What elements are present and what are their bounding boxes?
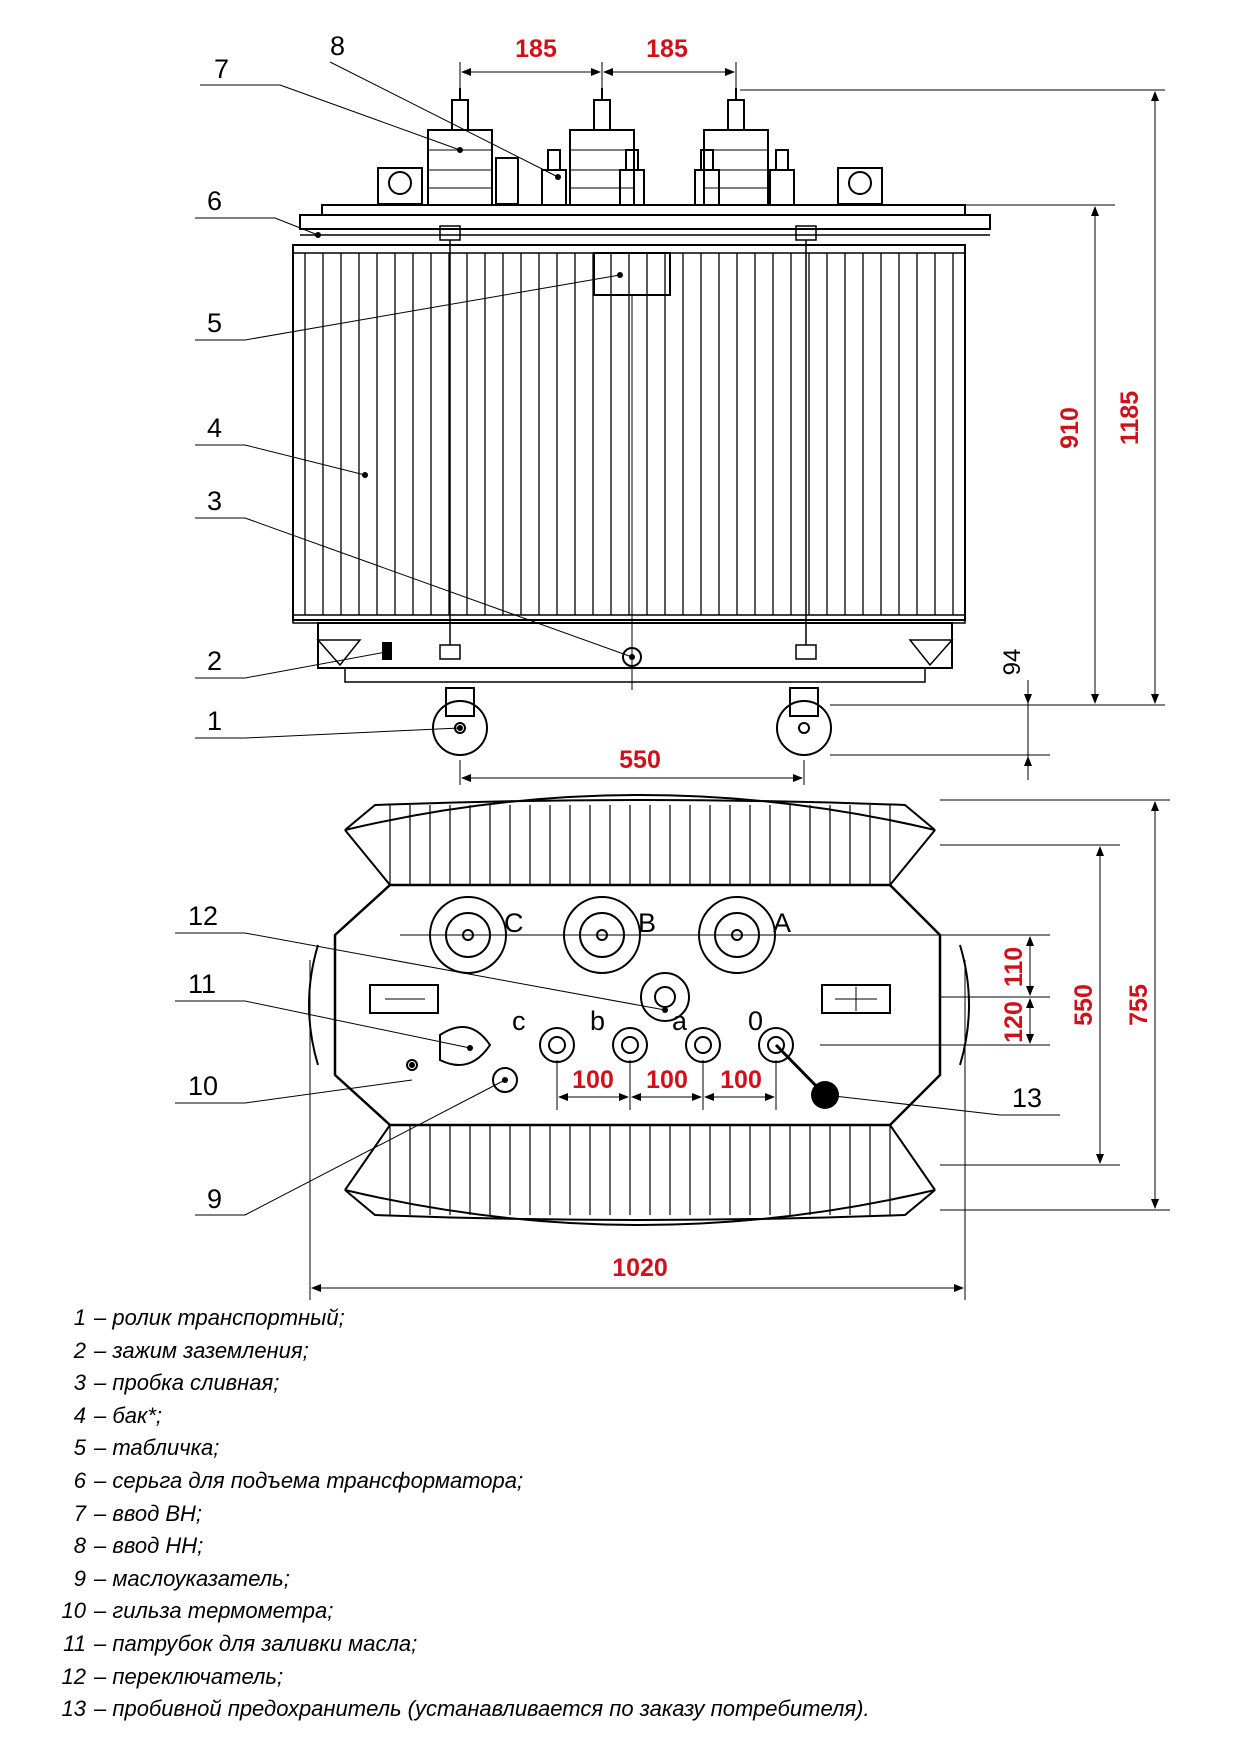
phase-lv-a: a bbox=[672, 1006, 688, 1036]
legend-item: 9– маслоуказатель; bbox=[73, 1565, 290, 1591]
phase-lv-c: c bbox=[512, 1006, 526, 1036]
dim-100-1: 100 bbox=[572, 1066, 614, 1094]
phase-lv-0: 0 bbox=[748, 1006, 763, 1036]
phase-hv-a: A bbox=[773, 908, 791, 938]
plan-view: C B A c b a 0 bbox=[308, 794, 1010, 1226]
wheel-right bbox=[776, 687, 832, 756]
legend: 1– ролик транспортный; 2– зажим заземлен… bbox=[58, 1302, 1208, 1726]
name-plate bbox=[593, 252, 671, 296]
phase-hv-b: B bbox=[638, 908, 656, 938]
callout-7: 7 bbox=[214, 54, 229, 84]
phase-hv-c: C bbox=[504, 908, 524, 938]
tap-changer bbox=[640, 972, 690, 1022]
callout-1: 1 bbox=[207, 706, 222, 736]
dim-100-3: 100 bbox=[720, 1066, 762, 1094]
callout-8: 8 bbox=[330, 31, 345, 61]
legend-item: 12– переключатель; bbox=[61, 1663, 284, 1689]
tank-cover bbox=[333, 883, 942, 1127]
thermometer-sleeve bbox=[406, 1059, 418, 1071]
dim-1185: 1185 bbox=[1116, 391, 1144, 445]
legend-item: 4– бак*; bbox=[73, 1402, 163, 1428]
legend-item: 2– зажим заземления; bbox=[73, 1337, 309, 1363]
callout-9: 9 bbox=[207, 1184, 222, 1214]
callout-3: 3 bbox=[207, 486, 222, 516]
plan-dimensions: 110 120 550 755 100 100 100 1020 bbox=[309, 799, 1170, 1300]
dim-94: 94 bbox=[999, 649, 1026, 676]
front-dimensions: 185 185 910 1185 94 550 bbox=[459, 35, 1165, 785]
dim-910: 910 bbox=[1056, 407, 1084, 449]
drain-plug bbox=[622, 647, 642, 667]
callout-11: 11 bbox=[188, 969, 216, 999]
hv-bushing-center bbox=[569, 88, 635, 206]
phase-lv-b: b bbox=[590, 1006, 605, 1036]
oil-gauge bbox=[492, 1067, 518, 1093]
radiator-fins bbox=[304, 253, 954, 615]
dim-120: 120 bbox=[1000, 1001, 1028, 1043]
legend-item: 11– патрубок для заливки масла; bbox=[63, 1630, 418, 1656]
legend-item: 13– пробивной предохранитель (устанавлив… bbox=[61, 1696, 870, 1722]
lifting-lug-left bbox=[377, 167, 423, 205]
callouts: 8 7 6 5 4 3 2 1 12 11 10 9 13 bbox=[175, 31, 1060, 1216]
legend-item: 8– ввод НН; bbox=[73, 1533, 204, 1559]
callout-2: 2 bbox=[207, 646, 222, 676]
dim-550-front: 550 bbox=[619, 746, 661, 774]
dim-1020: 1020 bbox=[612, 1254, 668, 1282]
legend-item: 7– ввод ВН; bbox=[73, 1500, 203, 1526]
transformer-drawing: 185 185 910 1185 94 550 bbox=[175, 31, 1170, 1300]
callout-12: 12 bbox=[188, 901, 218, 931]
oil-filler bbox=[439, 1026, 492, 1066]
legend-item: 1– ролик транспортный; bbox=[73, 1305, 345, 1330]
dim-550-plan: 550 bbox=[1070, 984, 1098, 1026]
plan-radiator-fins bbox=[389, 805, 891, 1215]
callout-4: 4 bbox=[207, 413, 222, 443]
legend-item: 10– гильза термометра; bbox=[61, 1598, 334, 1624]
dim-185-left: 185 bbox=[515, 35, 557, 63]
callout-6: 6 bbox=[207, 186, 222, 216]
legend-item: 6– серьга для подъема трансформатора; bbox=[73, 1467, 524, 1493]
dim-110: 110 bbox=[1000, 947, 1028, 987]
dim-185-right: 185 bbox=[646, 35, 688, 63]
front-view bbox=[292, 88, 991, 756]
wheel-left bbox=[432, 687, 488, 756]
callout-5: 5 bbox=[207, 308, 222, 338]
dim-100-2: 100 bbox=[646, 1066, 688, 1094]
lv-bushings bbox=[541, 149, 795, 206]
lifting-lug-right bbox=[837, 167, 883, 205]
legend-item: 5– табличка; bbox=[73, 1435, 220, 1461]
dim-755: 755 bbox=[1125, 984, 1153, 1026]
callout-10: 10 bbox=[188, 1071, 218, 1101]
hv-bushing-right bbox=[703, 88, 769, 206]
callout-13: 13 bbox=[1012, 1083, 1042, 1113]
hv-bushing-left bbox=[427, 88, 493, 206]
legend-item: 3– пробка сливная; bbox=[73, 1370, 280, 1396]
